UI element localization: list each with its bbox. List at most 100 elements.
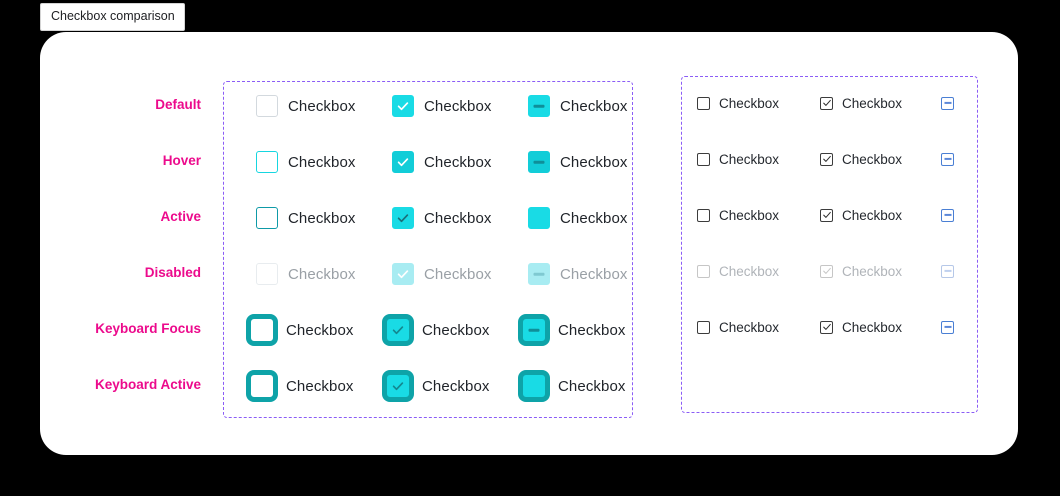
- native-disabled-checked: Checkbox: [820, 254, 902, 288]
- checkbox-indeterminate-focused-icon[interactable]: [517, 369, 551, 403]
- state-label-disabled: Disabled: [144, 265, 201, 280]
- custom-default-indeterminate[interactable]: Checkbox: [522, 89, 628, 123]
- state-label-keyboard-focus: Keyboard Focus: [95, 321, 201, 336]
- dash-icon: [944, 213, 951, 217]
- checkbox-checked-icon[interactable]: [386, 201, 420, 235]
- checkbox-label: Checkbox: [842, 207, 903, 223]
- native-active-checked[interactable]: Checkbox: [820, 198, 902, 232]
- checkbox-indeterminate-icon[interactable]: [941, 208, 954, 222]
- checkbox-unchecked-focused-icon[interactable]: [245, 369, 279, 403]
- native-hover-unchecked[interactable]: Checkbox: [697, 142, 779, 176]
- native-default-checked[interactable]: Checkbox: [820, 86, 902, 120]
- checkbox-label: Checkbox: [842, 319, 903, 335]
- checkbox-label: Checkbox: [719, 207, 780, 223]
- checkbox-checked-icon[interactable]: [386, 145, 420, 179]
- custom-keyboard-focus-indeterminate[interactable]: Checkbox: [517, 313, 626, 347]
- check-icon: [821, 98, 832, 109]
- checkbox-checked-icon[interactable]: [386, 89, 420, 123]
- custom-active-unchecked[interactable]: Checkbox: [250, 201, 356, 235]
- check-icon: [821, 266, 832, 277]
- custom-hover-checked[interactable]: Checkbox: [386, 145, 492, 179]
- checkbox-checked-focused-icon[interactable]: [381, 313, 415, 347]
- custom-hover-unchecked[interactable]: Checkbox: [250, 145, 356, 179]
- dash-icon: [944, 269, 951, 273]
- checkbox-label: Checkbox: [560, 97, 628, 115]
- checkbox-checked-icon[interactable]: [820, 96, 833, 110]
- checkbox-unchecked-icon[interactable]: [250, 145, 284, 179]
- focus-ring: [382, 314, 414, 346]
- custom-default-unchecked[interactable]: Checkbox: [250, 89, 356, 123]
- native-active-unchecked[interactable]: Checkbox: [697, 198, 779, 232]
- checkbox-label: Checkbox: [719, 319, 780, 335]
- checkbox-indeterminate-icon[interactable]: [941, 152, 954, 166]
- native-default-unchecked[interactable]: Checkbox: [697, 86, 779, 120]
- native-keyboard-focus-unchecked[interactable]: Checkbox: [697, 310, 779, 344]
- dash-icon: [528, 328, 540, 332]
- checkbox-unchecked-icon[interactable]: [697, 96, 710, 110]
- focus-ring: [518, 370, 550, 402]
- checkbox-unchecked-icon: [250, 257, 284, 291]
- focus-ring: [382, 370, 414, 402]
- focus-ring: [518, 314, 550, 346]
- native-hover-indeterminate[interactable]: [941, 142, 963, 176]
- custom-keyboard-active-checked[interactable]: Checkbox: [381, 369, 490, 403]
- state-label-keyboard-active: Keyboard Active: [94, 377, 201, 392]
- checkbox-label: Checkbox: [422, 377, 490, 395]
- checkbox-label: Checkbox: [424, 97, 492, 115]
- native-checkbox-group: Checkbox Checkbox Checkbox: [681, 76, 978, 413]
- custom-keyboard-active-indeterminate[interactable]: Checkbox: [517, 369, 626, 403]
- checkbox-checked-icon[interactable]: [820, 320, 833, 334]
- checkbox-indeterminate-focused-icon[interactable]: [517, 313, 551, 347]
- checkbox-checked-icon: [820, 264, 833, 278]
- custom-disabled-unchecked: Checkbox: [250, 257, 356, 291]
- checkbox-label: Checkbox: [288, 97, 356, 115]
- check-icon: [393, 264, 413, 284]
- custom-active-indeterminate[interactable]: Checkbox: [522, 201, 628, 235]
- checkbox-label: Checkbox: [842, 95, 903, 111]
- checkbox-indeterminate-icon[interactable]: [941, 96, 954, 110]
- dash-icon: [944, 101, 951, 105]
- checkbox-indeterminate-icon[interactable]: [522, 89, 556, 123]
- native-default-indeterminate[interactable]: [941, 86, 963, 120]
- custom-active-checked[interactable]: Checkbox: [386, 201, 492, 235]
- check-icon: [388, 320, 408, 340]
- checkbox-label: Checkbox: [560, 209, 628, 227]
- checkbox-indeterminate-icon[interactable]: [941, 320, 954, 334]
- native-hover-checked[interactable]: Checkbox: [820, 142, 902, 176]
- comparison-card: Default Hover Active Disabled Keyboard F…: [40, 32, 1018, 455]
- checkbox-unchecked-icon[interactable]: [697, 152, 710, 166]
- custom-hover-indeterminate[interactable]: Checkbox: [522, 145, 628, 179]
- tooltip-chip: Checkbox comparison: [40, 3, 185, 31]
- native-keyboard-focus-indeterminate[interactable]: [941, 310, 963, 344]
- check-icon: [393, 96, 413, 116]
- checkbox-label: Checkbox: [842, 263, 903, 279]
- custom-default-checked[interactable]: Checkbox: [386, 89, 492, 123]
- checkbox-indeterminate-icon: [522, 257, 556, 291]
- checkbox-unchecked-focused-icon[interactable]: [245, 313, 279, 347]
- checkbox-unchecked-icon[interactable]: [697, 208, 710, 222]
- checkbox-label: Checkbox: [558, 321, 626, 339]
- state-label-active: Active: [160, 209, 201, 224]
- native-keyboard-focus-checked[interactable]: Checkbox: [820, 310, 902, 344]
- custom-keyboard-active-unchecked[interactable]: Checkbox: [245, 369, 354, 403]
- state-label-default: Default: [155, 97, 201, 112]
- custom-keyboard-focus-unchecked[interactable]: Checkbox: [245, 313, 354, 347]
- checkbox-checked-icon: [386, 257, 420, 291]
- custom-keyboard-focus-checked[interactable]: Checkbox: [381, 313, 490, 347]
- checkbox-checked-icon[interactable]: [820, 152, 833, 166]
- checkbox-unchecked-icon[interactable]: [250, 201, 284, 235]
- checkbox-unchecked-icon[interactable]: [250, 89, 284, 123]
- focus-ring: [246, 314, 278, 346]
- checkbox-label: Checkbox: [424, 153, 492, 171]
- checkbox-checked-icon[interactable]: [820, 208, 833, 222]
- native-active-indeterminate[interactable]: [941, 198, 963, 232]
- native-disabled-unchecked: Checkbox: [697, 254, 779, 288]
- checkbox-checked-focused-icon[interactable]: [381, 369, 415, 403]
- check-icon: [821, 322, 832, 333]
- checkbox-indeterminate-icon[interactable]: [522, 201, 556, 235]
- check-icon: [393, 152, 413, 172]
- checkbox-label: Checkbox: [719, 151, 780, 167]
- checkbox-indeterminate-icon[interactable]: [522, 145, 556, 179]
- check-icon: [821, 210, 832, 221]
- checkbox-unchecked-icon[interactable]: [697, 320, 710, 334]
